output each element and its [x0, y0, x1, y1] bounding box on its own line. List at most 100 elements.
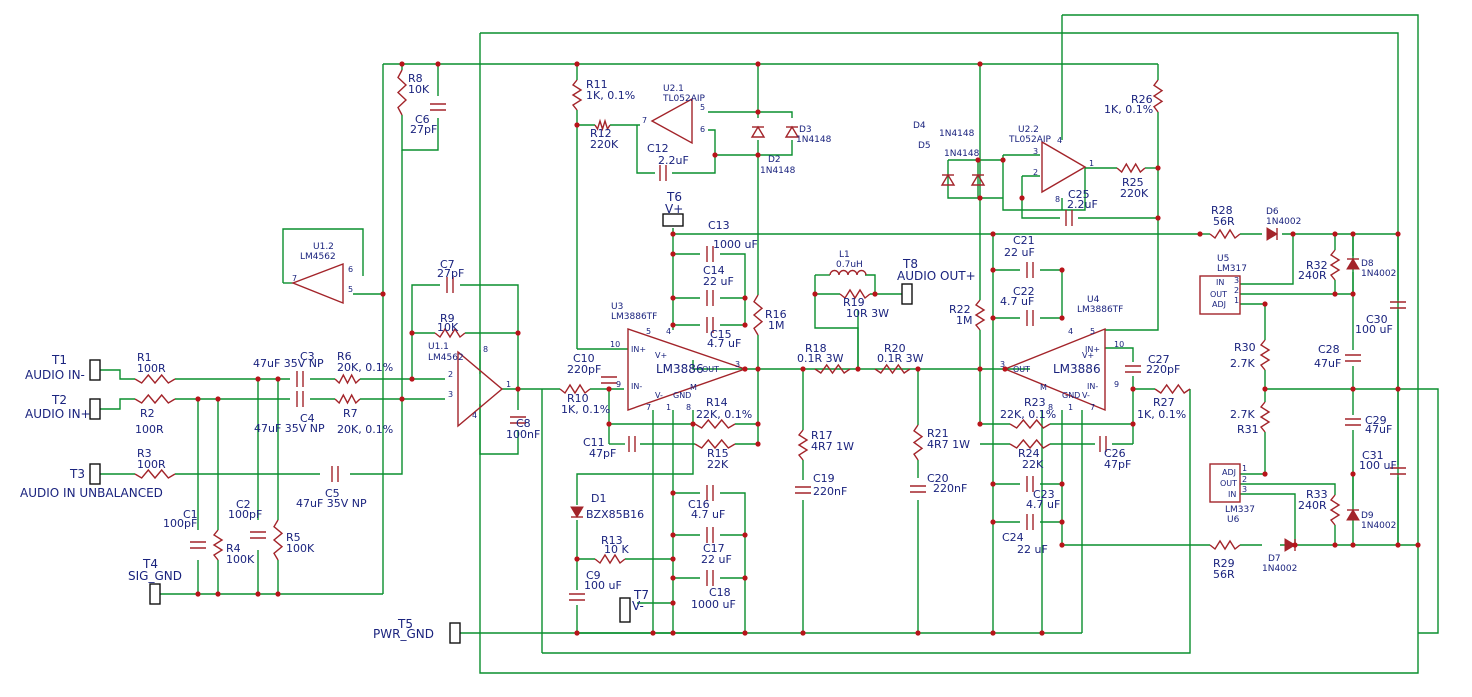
junction-dot	[742, 532, 748, 538]
d7-diode	[1284, 538, 1296, 552]
terminal-t7[interactable]	[619, 597, 631, 623]
r16-ref: R16	[765, 308, 787, 321]
r24-value: 22K	[1022, 458, 1044, 471]
u1-2-ref: U1.2	[313, 242, 334, 252]
r26-resistor	[1152, 79, 1164, 113]
junction-dot	[990, 519, 996, 525]
t4-label: SIG_GND	[128, 569, 182, 583]
r28-ref: R28	[1211, 204, 1233, 217]
junction-dot	[1290, 231, 1296, 237]
junction-dot	[1415, 542, 1421, 548]
c9-capacitor	[569, 593, 585, 601]
d4-ref: D4	[913, 121, 926, 131]
u2-1-pin-6: 6	[700, 125, 705, 134]
c24-capacitor	[1026, 514, 1034, 530]
junction-dot	[650, 630, 656, 636]
d6-value: 1N4002	[1266, 217, 1301, 227]
r2-ref: R2	[140, 407, 155, 420]
d9-diode	[1346, 509, 1360, 521]
d8-diode	[1346, 258, 1360, 270]
terminal-t1[interactable]	[89, 359, 101, 381]
r19-value: 10R 3W	[846, 307, 889, 320]
u3-pin-8: 8	[686, 403, 691, 412]
u3-pin-10: 10	[610, 340, 620, 349]
junction-dot	[990, 315, 996, 321]
c16-capacitor	[706, 485, 714, 501]
c10-capacitor	[601, 376, 617, 384]
junction-dot	[755, 441, 761, 447]
terminal-t3[interactable]	[89, 463, 101, 485]
junction-dot	[1395, 542, 1401, 548]
junction-dot	[990, 267, 996, 273]
r22-ref: R22	[949, 303, 971, 316]
u5-pin-1: 1	[1234, 296, 1239, 305]
u6-pin-1: 1	[1242, 464, 1247, 473]
junction-dot	[1262, 471, 1268, 477]
t7-ref: T7	[633, 588, 649, 602]
r1-ref: R1	[137, 351, 152, 364]
r33-value: 240R	[1298, 499, 1327, 512]
r10-resistor	[559, 383, 591, 395]
c18-value: 1000 uF	[691, 598, 736, 611]
c14-ref: C14	[703, 264, 725, 277]
r20-ref: R20	[884, 342, 906, 355]
c2-ref: C2	[236, 498, 251, 511]
terminal-t4[interactable]	[149, 583, 161, 605]
r12-resistor	[594, 118, 611, 132]
junction-dot	[1332, 291, 1338, 297]
r9-value: 10K	[437, 321, 459, 334]
u4-pin-4: 4	[1068, 327, 1073, 336]
u3-pin-5: 5	[646, 327, 651, 336]
r4-value: 100K	[226, 553, 255, 566]
junction-dot	[215, 396, 221, 402]
junction-dot	[755, 152, 761, 158]
component-symbols	[134, 69, 1406, 601]
junction-dot	[977, 366, 983, 372]
r26-value: 1K, 0.1%	[1104, 103, 1153, 116]
r32-value: 240R	[1298, 269, 1327, 282]
u6-pin-in: IN	[1228, 490, 1236, 499]
u2-1-pin-7: 7	[642, 116, 647, 125]
t8-ref: T8	[902, 257, 918, 271]
u1-1-pin-1: 1	[506, 380, 511, 389]
l1-ref: L1	[839, 250, 850, 260]
terminal-t2[interactable]	[89, 398, 101, 420]
junction-dot	[1292, 542, 1298, 548]
c22-value: 4.7 uF	[1000, 295, 1034, 308]
u2-1-opamp	[650, 97, 693, 145]
r19-ref: R19	[843, 296, 865, 309]
c20-value: 220nF	[933, 482, 967, 495]
terminal-t6[interactable]	[662, 213, 684, 227]
c4-value: 47uF 35V NP	[254, 422, 325, 435]
junction-dot	[515, 330, 521, 336]
r2-value: 100R	[135, 423, 164, 436]
junction-dot	[515, 386, 521, 392]
junction-dot	[380, 291, 386, 297]
terminal-t5[interactable]	[449, 622, 461, 644]
terminal-t8[interactable]	[901, 283, 913, 305]
u3-part: LM3886TF	[611, 312, 657, 322]
c1-ref: C1	[183, 508, 198, 521]
u4-ref: U4	[1087, 295, 1100, 305]
r14-value: 22K, 0.1%	[696, 408, 752, 421]
d2-value: 1N4148	[760, 166, 796, 176]
u4-pin-3: 3	[1000, 360, 1005, 369]
c5-value: 47uF 35V NP	[296, 497, 367, 510]
r5-resistor	[272, 519, 284, 561]
junction-dot	[977, 61, 983, 67]
r7-resistor	[334, 393, 361, 405]
junction-dot	[1019, 195, 1025, 201]
junction-dot	[755, 61, 761, 67]
d4-value: 1N4148	[939, 129, 975, 139]
r22-resistor	[974, 299, 986, 331]
u1-2-pin-7: 7	[292, 274, 297, 283]
junction-dot	[1350, 231, 1356, 237]
u6-regulator	[1209, 463, 1241, 503]
junction-dot	[574, 630, 580, 636]
u4-pin-in-plus: IN+	[1085, 345, 1100, 354]
c28-ref: C28	[1318, 343, 1340, 356]
c21-ref: C21	[1013, 234, 1035, 247]
junction-dot	[1350, 471, 1356, 477]
junction-dot	[670, 575, 676, 581]
c17-value: 22 uF	[701, 553, 732, 566]
